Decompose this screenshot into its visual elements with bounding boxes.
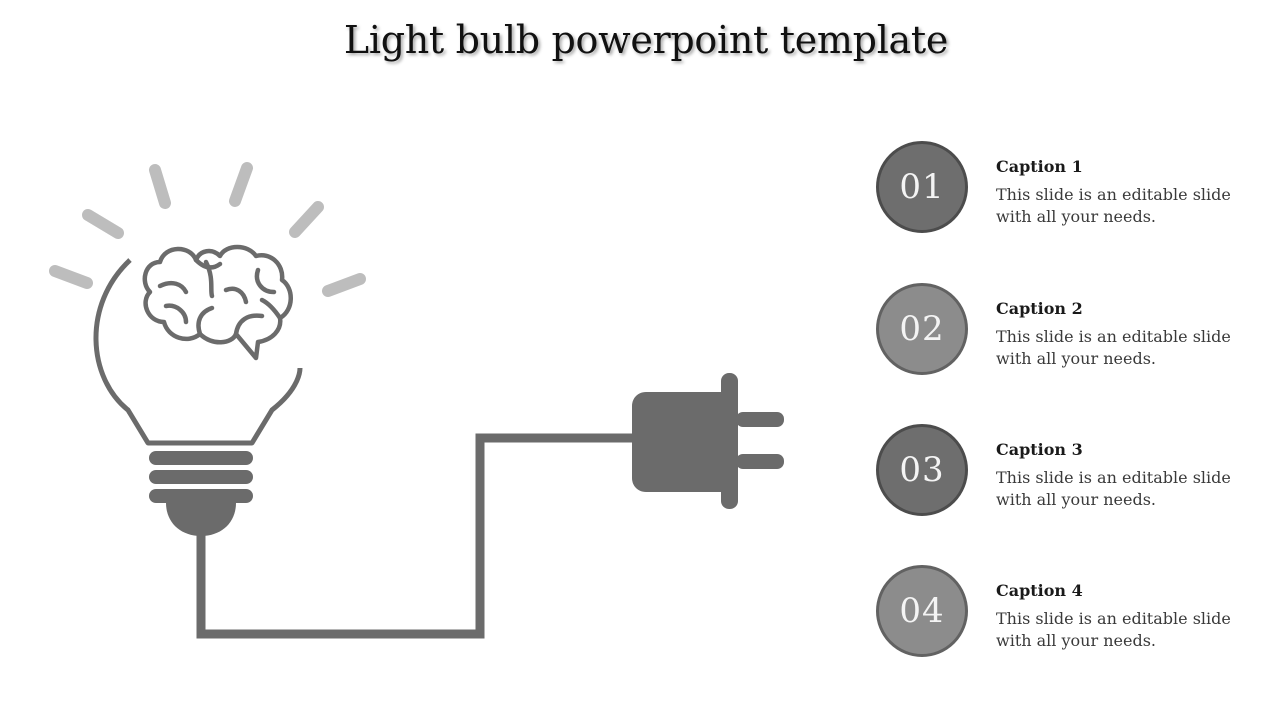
bulb-plug-illustration [49, 162, 784, 639]
caption-text-2[interactable]: This slide is an editable slide with all… [996, 327, 1231, 368]
caption-title-4[interactable]: Caption 4 [996, 581, 1083, 600]
ray-2 [82, 209, 124, 239]
brain-icon [142, 244, 293, 361]
caption-item-4: 04 Caption 4 This slide is an editable s… [876, 565, 1256, 665]
number-badge-4: 04 [876, 565, 968, 657]
number-badge-2: 02 [876, 283, 968, 375]
electric-plug-icon [632, 373, 784, 509]
number-badge-3: 03 [876, 424, 968, 516]
caption-text-1[interactable]: This slide is an editable slide with all… [996, 185, 1231, 226]
caption-item-3: 03 Caption 3 This slide is an editable s… [876, 424, 1256, 524]
plug-prong-top [736, 412, 784, 427]
caption-title-2[interactable]: Caption 2 [996, 299, 1083, 318]
ray-6 [322, 273, 366, 297]
bulb-thread-2 [149, 470, 253, 484]
caption-item-1: 01 Caption 1 This slide is an editable s… [876, 141, 1256, 241]
plug-prong-bottom [736, 454, 784, 469]
caption-text-3[interactable]: This slide is an editable slide with all… [996, 468, 1231, 509]
ray-5 [289, 201, 324, 238]
bulb-thread-1 [149, 451, 253, 465]
plug-plate [721, 373, 738, 509]
bulb-thread-3 [149, 489, 253, 503]
caption-text-4[interactable]: This slide is an editable slide with all… [996, 609, 1231, 650]
bulb-tip [166, 503, 236, 536]
caption-item-2: 02 Caption 2 This slide is an editable s… [876, 283, 1256, 383]
slide-title[interactable]: Light bulb powerpoint template [343, 18, 949, 62]
light-bulb-icon [93, 258, 303, 536]
light-rays [49, 162, 366, 297]
caption-title-3[interactable]: Caption 3 [996, 440, 1083, 459]
number-badge-1: 01 [876, 141, 968, 233]
ray-4 [229, 162, 253, 207]
ray-1 [49, 265, 93, 289]
caption-title-1[interactable]: Caption 1 [996, 157, 1083, 176]
power-cord [196, 433, 636, 639]
ray-3 [149, 164, 171, 209]
